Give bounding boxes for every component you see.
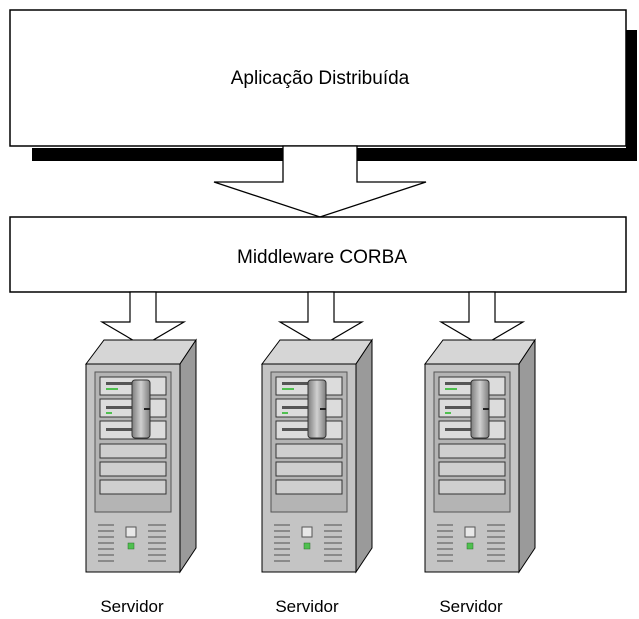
middleware-to-server-arrow-1 — [99, 291, 187, 347]
server-tower-2: Servidor — [261, 339, 373, 616]
middleware-corba-label: Middleware CORBA — [237, 247, 407, 268]
server-tower-1: Servidor — [85, 339, 197, 616]
distributed-application-frame — [9, 9, 627, 147]
server-icon — [261, 339, 373, 573]
server-label: Servidor — [439, 597, 503, 616]
middleware-to-server-arrow-3 — [438, 291, 526, 347]
server-icon — [424, 339, 536, 573]
server-icon — [85, 339, 197, 573]
distributed-application-label: Aplicação Distribuída — [231, 68, 410, 89]
application-to-middleware-arrow — [213, 145, 427, 218]
middleware-to-server-arrow-2 — [277, 291, 365, 347]
distributed-application-box: Aplicação Distribuída — [9, 9, 637, 161]
middleware-corba-frame — [9, 216, 627, 293]
middleware-corba-box: Middleware CORBA — [9, 216, 627, 293]
server-tower-3: Servidor — [424, 339, 536, 616]
server-label: Servidor — [275, 597, 339, 616]
server-label: Servidor — [100, 597, 164, 616]
distributed-application-shadow-side — [626, 30, 637, 161]
